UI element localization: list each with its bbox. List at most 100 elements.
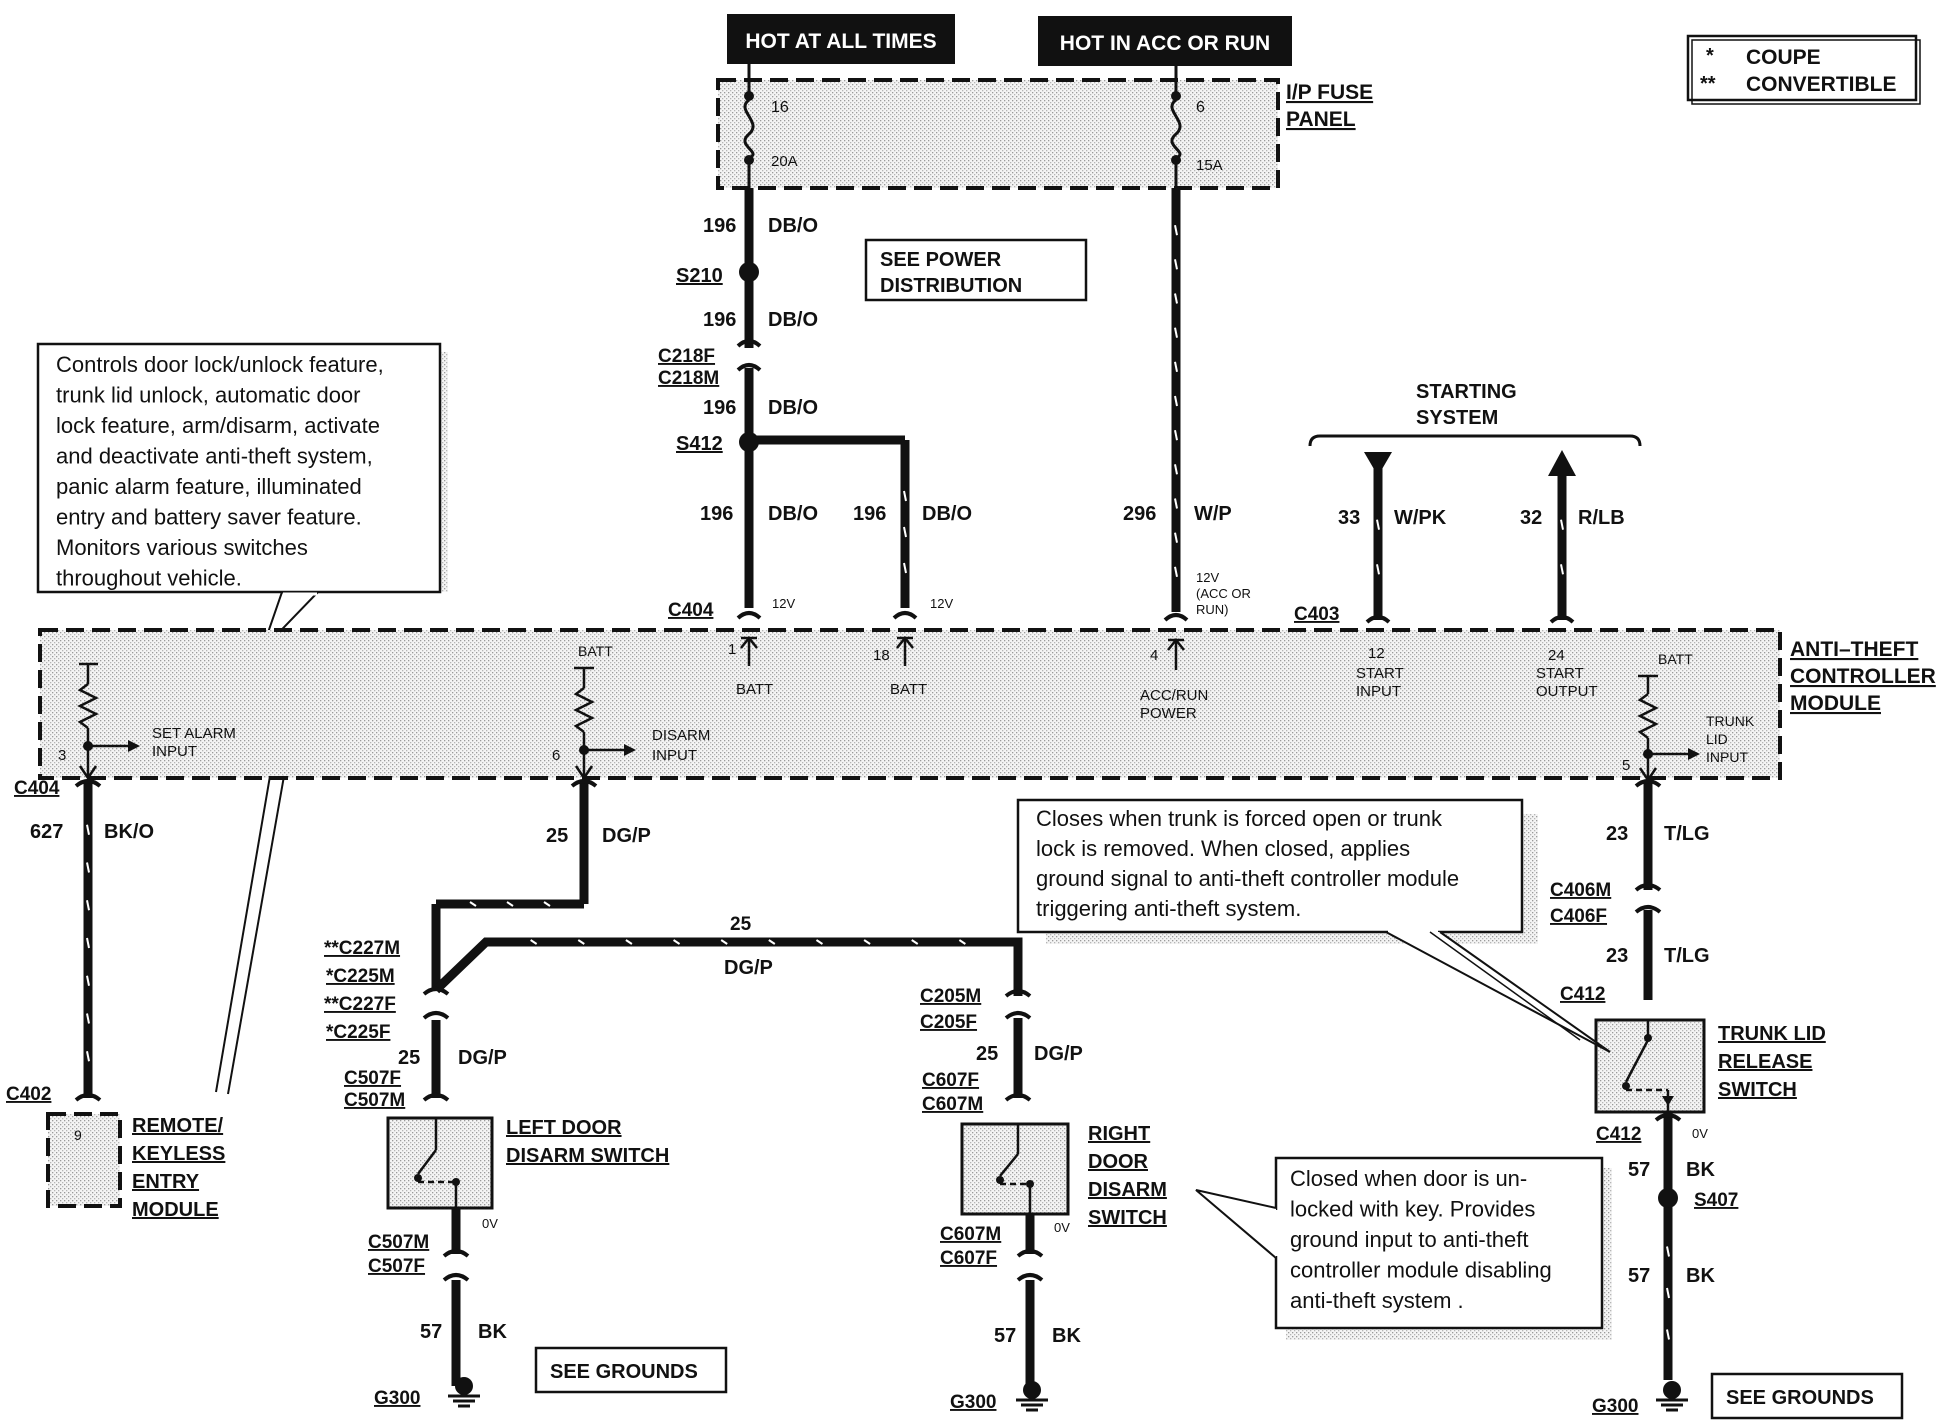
wire-tick (506, 901, 514, 907)
wire-tick (1174, 259, 1178, 270)
remote-label-1: REMOTE/ (132, 1115, 224, 1137)
module-label-1: ANTI–THEFT (1790, 638, 1919, 661)
connector-c227m-label: **C227M (324, 938, 400, 959)
pin-24-number: 24 (1548, 647, 1565, 664)
remote-label-4: MODULE (132, 1199, 219, 1221)
fuse-panel-label-2: PANEL (1286, 108, 1356, 131)
right-door-disarm-switch: RIGHT DOOR DISARM SWITCH (960, 1122, 1167, 1229)
note-line: and deactivate anti-theft system, (56, 444, 373, 469)
wire-32-number: 32 (1520, 507, 1542, 529)
note-line: throughout vehicle. (56, 566, 242, 591)
wire-196b-number: 196 (703, 309, 736, 331)
starting-system-group: STARTING SYSTEM 33 W/PK 32 R/LB (1308, 381, 1642, 620)
legend-coupe-mark: * (1706, 45, 1714, 67)
module-note-text: Controls door lock/unlock feature,trunk … (56, 352, 384, 591)
wire-tick (469, 901, 477, 907)
module-top-connector-icons (736, 611, 1575, 624)
wire-57-left-color: BK (478, 1321, 507, 1343)
connector-c607m-bottom-label: C607M (940, 1224, 1001, 1245)
see-power-line2: DISTRIBUTION (880, 275, 1022, 297)
connector-c225f-label: *C225F (326, 1022, 390, 1043)
wire-196e-color: DB/O (922, 503, 972, 525)
wire-23a-number: 23 (1606, 823, 1628, 845)
wire-296-number: 296 (1123, 503, 1156, 525)
wire-296-color: W/P (1194, 503, 1232, 525)
fuse-6-rating: 15A (1196, 157, 1223, 174)
wire-tick (1174, 532, 1178, 543)
voltage-12v-pin18: 12V (930, 596, 953, 611)
start-output-arrow-icon (1548, 450, 1576, 476)
starting-system-line1: STARTING (1416, 381, 1517, 403)
ground-right-icon (1014, 1379, 1050, 1412)
wire-627-color: BK/O (104, 821, 154, 843)
wire-tick (903, 490, 907, 502)
wire-25d-color: DG/P (1034, 1043, 1083, 1065)
remote-keyless-entry-module: 9 REMOTE/ KEYLESS ENTRY MODULE (46, 1112, 225, 1221)
connector-c218f-label: C218F (658, 346, 715, 367)
note-line: trunk lid unlock, automatic door (56, 383, 361, 408)
pin-18-label: BATT (890, 681, 927, 698)
ground-g300-right-label: G300 (950, 1392, 996, 1413)
wire-tick (958, 939, 966, 945)
wire-32-color: R/LB (1578, 507, 1625, 529)
fuse-panel-label-1: I/P FUSE (1286, 81, 1373, 104)
connector-c218m-label: C218M (658, 368, 719, 389)
connector-c406f-label: C406F (1550, 906, 1607, 927)
disarm-label-1: DISARM (652, 727, 710, 744)
connector-c412-bottom-label: C412 (1596, 1124, 1641, 1145)
trunk-lid-label-3: INPUT (1706, 749, 1748, 765)
set-alarm-label-1: SET ALARM (152, 725, 236, 742)
wire-23b-number: 23 (1606, 945, 1628, 967)
wire-tick (1174, 293, 1178, 304)
remote-label-2: KEYLESS (132, 1143, 225, 1165)
pin-9-number: 9 (74, 1127, 82, 1143)
wire-tick (1560, 564, 1564, 575)
wire-tick (815, 939, 824, 945)
disarm-batt-label: BATT (578, 643, 613, 659)
connector-c227f-label: **C227F (324, 994, 396, 1015)
note-line: Closes when trunk is forced open or trun… (1036, 806, 1443, 831)
note-line: entry and battery saver feature. (56, 505, 362, 530)
right-switch-contact-icon (996, 1124, 1034, 1214)
splice-s412-icon (739, 432, 759, 452)
connector-c205f-label: C205F (920, 1012, 977, 1033)
module-label-2: CONTROLLER (1790, 665, 1936, 688)
wire-33-color: W/PK (1394, 507, 1447, 529)
wire-25a-number: 25 (546, 825, 568, 847)
right-door-label-3: DISARM (1088, 1179, 1167, 1201)
connector-c404-left-label: C404 (14, 778, 60, 799)
wire-tick (1666, 1246, 1670, 1257)
wire-tick (1174, 361, 1178, 373)
pin-1-number: 1 (728, 641, 736, 658)
pin-5-number: 5 (1622, 757, 1630, 774)
wire-tick (1174, 395, 1178, 407)
wire-tick (86, 1013, 90, 1024)
pin-4-label-1: ACC/RUN (1140, 687, 1208, 704)
connector-c507f-bottom-label: C507F (368, 1256, 425, 1277)
note-line: ground signal to anti-theft controller m… (1036, 866, 1459, 891)
left-door-label-1: LEFT DOOR (506, 1117, 622, 1139)
wire-196b-color: DB/O (768, 309, 818, 331)
splice-s407-icon (1658, 1188, 1678, 1208)
note-line: Closed when door is un- (1290, 1166, 1527, 1191)
wire-tick (903, 562, 907, 574)
wire-23b-color: T/LG (1664, 945, 1710, 967)
wire-tick (86, 824, 90, 835)
wire-tick (543, 901, 551, 907)
pin-24-label-1: START (1536, 665, 1584, 682)
voltage-12v-pin4-2: (ACC OR (1196, 586, 1251, 601)
pin-1-arrow-icon (740, 635, 758, 666)
splice-s210-label: S210 (676, 265, 723, 287)
wire-25c-number: 25 (398, 1047, 420, 1069)
left-door-disarm-switch: LEFT DOOR DISARM SWITCH (386, 1116, 669, 1210)
wire-196c-number: 196 (703, 397, 736, 419)
fuse-16-rating: 20A (771, 153, 798, 170)
wire-196d-color: DB/O (768, 503, 818, 525)
note-line: ground input to anti-theft (1290, 1227, 1529, 1252)
wire-25a-color: DG/P (602, 825, 651, 847)
legend-coupe: COUPE (1746, 46, 1821, 69)
wire-tick (530, 939, 538, 945)
wire-tick (86, 937, 90, 949)
wire-25b-color: DG/P (724, 957, 773, 979)
